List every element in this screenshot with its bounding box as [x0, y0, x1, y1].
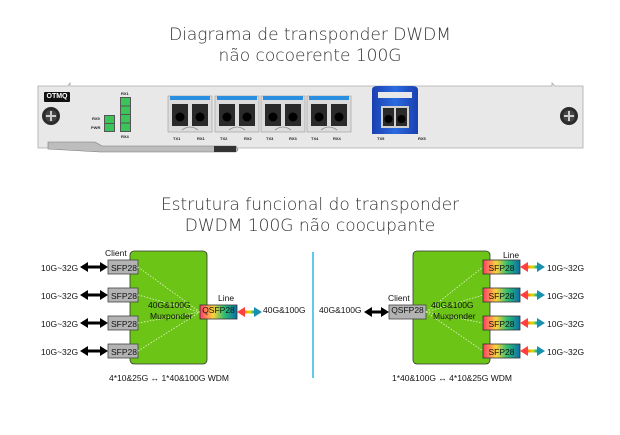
- left-mux-line-4: [137, 311, 201, 352]
- left-mux-line-1: [137, 266, 201, 313]
- transponder-card: [37, 81, 584, 153]
- card-label: OTMQ: [46, 93, 68, 100]
- right-line-module-1: SFP28: [488, 263, 515, 273]
- left-client-label: Client: [105, 248, 127, 258]
- card-label-bg: [44, 92, 70, 102]
- left-client-arrow-2: [80, 290, 108, 300]
- left-client-rate-2: 10G~32G: [41, 291, 79, 301]
- client-port-4: [306, 95, 352, 133]
- left-caption: 4*10&25G ↔ 1*40&100G WDM: [109, 373, 230, 383]
- port-label-tx1: TX1: [173, 136, 181, 141]
- port-label-tx5: TX5: [377, 136, 385, 141]
- left-line-arrow: [237, 307, 262, 317]
- led-label-rx1: RX1: [121, 91, 129, 96]
- left-mux-line-3: [137, 311, 201, 324]
- client-port-3: [260, 95, 306, 133]
- right-mux-line-1: [425, 266, 484, 313]
- port-label-rx4: RX4: [333, 136, 341, 141]
- left-client-module-2: SFP28: [111, 291, 137, 301]
- left-client-module-4: SFP28: [111, 347, 137, 357]
- right-box-label-2: Muxponder: [433, 311, 476, 321]
- port-label-tx2: TX2: [220, 136, 228, 141]
- right-screw-icon: [560, 107, 578, 125]
- right-client-module: QSFP28: [391, 305, 424, 315]
- ejector-rail: [47, 141, 239, 153]
- client-port-1: [167, 95, 213, 133]
- left-client-arrow-3: [80, 318, 108, 328]
- port-label-rx5: RX5: [418, 136, 426, 141]
- functional-diagrams: [80, 250, 545, 378]
- right-line-rate-4: 10G~32G: [547, 347, 585, 357]
- left-client-arrow-4: [80, 346, 108, 356]
- left-client-module-3: SFP28: [111, 319, 137, 329]
- right-mux-line-3: [425, 311, 484, 324]
- bottom-title-line2: DWDM 100G não coocupante: [184, 216, 436, 236]
- led-group-right: [120, 97, 131, 132]
- right-line-arrow-3: [520, 318, 545, 328]
- right-line-label: Line: [503, 250, 520, 260]
- left-client-rate-3: 10G~32G: [41, 319, 79, 329]
- left-box-label-2: Muxponder: [150, 311, 193, 321]
- left-client-module-1: SFP28: [111, 263, 137, 273]
- right-line-arrow-4: [520, 346, 545, 356]
- client-port-2: [214, 95, 260, 133]
- line-port: [372, 86, 418, 134]
- left-line-label: Line: [218, 293, 235, 303]
- right-client-arrow: [364, 307, 389, 317]
- right-mux-line-4: [425, 311, 484, 352]
- right-line-rate-2: 10G~32G: [547, 291, 585, 301]
- right-mux-line-2: [425, 294, 484, 313]
- right-line-module-2: SFP28: [488, 291, 515, 301]
- led-label-rx5: RX5: [92, 116, 100, 121]
- port-label-tx4: TX4: [311, 136, 319, 141]
- right-client-rate: 40G&100G: [319, 305, 362, 315]
- right-line-rate-3: 10G~32G: [547, 319, 585, 329]
- bottom-title-line1: Estrutura funcional do transponder: [160, 195, 460, 215]
- left-box-label-1: 40G&100G: [148, 300, 191, 310]
- right-line-module-4: SFP28: [488, 347, 515, 357]
- port-label-rx1: RX1: [197, 136, 205, 141]
- right-line-arrow-2: [520, 290, 545, 300]
- top-title-line2: não cocoerente 100G: [218, 46, 402, 66]
- ejector-handle: [214, 146, 236, 152]
- led-label-pwr: PWR: [91, 125, 101, 130]
- right-line-arrow-1: [520, 262, 545, 272]
- left-line-rate: 40G&100G: [263, 305, 306, 315]
- right-caption: 1*40&100G ↔ 4*10&25G WDM: [392, 373, 513, 383]
- right-line-module-3: SFP28: [488, 319, 515, 329]
- port-label-tx3: TX3: [266, 136, 274, 141]
- top-title-line1: Diagrama de transponder DWDM: [169, 25, 451, 45]
- left-line-module: QSFP28: [202, 305, 235, 315]
- left-screw-icon: [42, 107, 60, 125]
- right-client-label: Client: [388, 293, 410, 303]
- led-group-left: [104, 115, 115, 132]
- right-line-rate-1: 10G~32G: [547, 263, 585, 273]
- right-box-label-1: 40G&100G: [431, 300, 474, 310]
- left-client-arrow-1: [80, 262, 108, 272]
- port-label-rx2: RX2: [244, 136, 252, 141]
- port-label-rx3: RX3: [289, 136, 297, 141]
- led-label-rx4: RX4: [121, 134, 129, 139]
- left-client-rate-4: 10G~32G: [41, 347, 79, 357]
- left-client-rate-1: 10G~32G: [41, 263, 79, 273]
